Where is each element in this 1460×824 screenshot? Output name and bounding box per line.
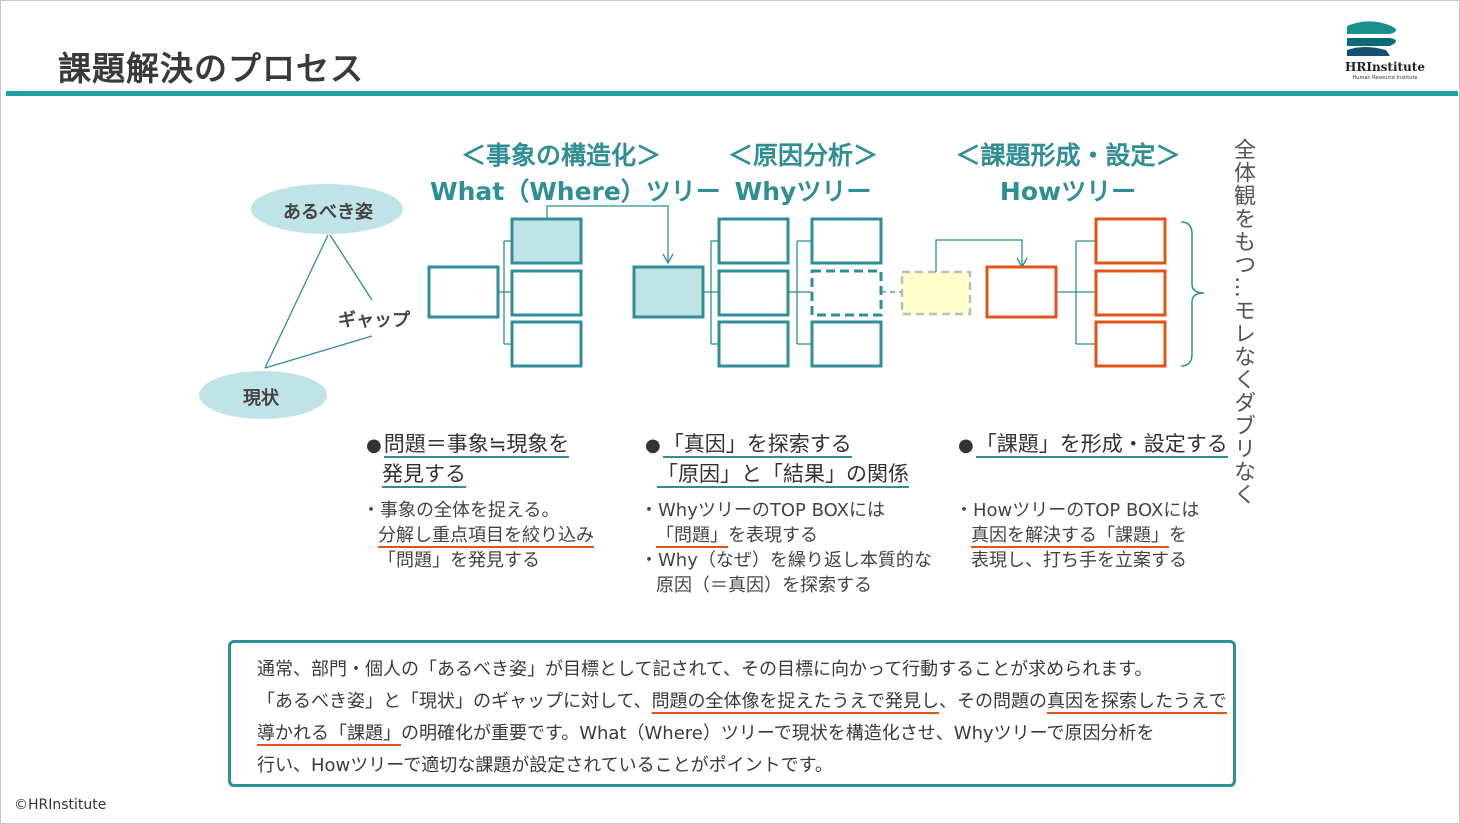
what-header-title: ＜事象の構造化＞ bbox=[460, 141, 661, 170]
logo-name: HRInstitute bbox=[1345, 60, 1425, 74]
why-header-title: ＜原因分析＞ bbox=[727, 141, 878, 170]
what-point-line2: 発見する bbox=[382, 462, 466, 488]
gap-triangle bbox=[264, 234, 373, 369]
why-point-line1: 「真因」を探索する bbox=[662, 432, 852, 458]
gap-label: ギャップ bbox=[338, 310, 410, 331]
how-header-title: ＜課題形成・設定＞ bbox=[955, 141, 1181, 170]
how-point-line1: 「課題」を形成・設定する bbox=[975, 432, 1228, 458]
what-tree bbox=[427, 217, 583, 368]
why-tree bbox=[632, 217, 883, 368]
what-header: ＜事象の構造化＞ What（Where）ツリー bbox=[430, 136, 721, 208]
how-detail-line2b: を bbox=[1169, 525, 1187, 546]
how-detail-line3: 表現し、打ち手を立案する bbox=[971, 550, 1187, 571]
why-detail-line2a: 「問題」 bbox=[656, 525, 728, 548]
what-detail-line1: 事象の全体を捉える。 bbox=[380, 500, 560, 521]
how-tree bbox=[985, 217, 1167, 368]
hri-logo: HRInstitute Human Resource Institute bbox=[1344, 18, 1426, 81]
why-point-line2: 「原因」と「結果」の関係 bbox=[657, 462, 909, 488]
how-detail-line1: HowツリーのTOP BOXには bbox=[973, 500, 1200, 521]
what-point-line1: 問題＝事象≒現象を bbox=[383, 432, 570, 458]
current-state-ellipse bbox=[199, 371, 327, 419]
why-header: ＜原因分析＞ Whyツリー bbox=[712, 136, 894, 208]
title-divider bbox=[6, 91, 1458, 96]
ideal-state-label: あるべき姿 bbox=[283, 202, 373, 223]
summary-line3: 導かれる「課題」の明確化が重要です。What（Where）ツリーで現状を構造化さ… bbox=[257, 723, 1155, 746]
slide-title: 課題解決のプロセス bbox=[58, 49, 364, 88]
summary-line1: 通常、部門・個人の「あるべき姿」が目標として記されて、その目標に向かって行動する… bbox=[257, 659, 1153, 680]
how-detail: ・HowツリーのTOP BOXには 真因を解決する「課題」を 表現し、打ち手を立… bbox=[955, 500, 1200, 571]
why-detail-line2b: を表現する bbox=[728, 525, 818, 546]
summary-box: 通常、部門・個人の「あるべき姿」が目標として記されて、その目標に向かって行動する… bbox=[228, 640, 1236, 787]
summary-line4: 行い、Howツリーで適切な課題が設定されていることがポイントです。 bbox=[257, 755, 833, 776]
copyright: ©HRInstitute bbox=[14, 797, 107, 813]
what-detail: ・事象の全体を捉える。 分解し重点項目を絞り込み 「問題」を発見する bbox=[362, 500, 594, 571]
what-header-tree: What（Where）ツリー bbox=[430, 177, 721, 206]
why-detail: ・WhyツリーのTOP BOXには 「問題」を表現する ・Why（なぜ）を繰り返… bbox=[640, 500, 932, 596]
how-header: ＜課題形成・設定＞ Howツリー bbox=[950, 136, 1186, 208]
true-cause-box bbox=[900, 270, 972, 316]
how-detail-line2a: 真因を解決する「課題」 bbox=[971, 525, 1169, 548]
why-detail-line1: WhyツリーのTOP BOXには bbox=[658, 500, 885, 521]
brace bbox=[1180, 221, 1205, 367]
ideal-state-ellipse bbox=[251, 184, 403, 234]
logo-mark-icon bbox=[1347, 21, 1397, 56]
how-point: ●「課題」を形成・設定する bbox=[958, 432, 1228, 458]
why-detail-line3: Why（なぜ）を繰り返し本質的な bbox=[658, 550, 932, 571]
logo-subtitle: Human Resource Institute bbox=[1352, 75, 1418, 81]
how-header-tree: Howツリー bbox=[999, 177, 1137, 206]
what-point: ●問題＝事象≒現象を 発見する bbox=[366, 432, 570, 488]
why-point: ●「真因」を探索する 「原因」と「結果」の関係 bbox=[645, 432, 909, 488]
what-detail-line2: 分解し重点項目を絞り込み bbox=[378, 525, 594, 548]
why-detail-line4: 原因（＝真因）を探索する bbox=[656, 575, 872, 596]
what-detail-line3: 「問題」を発見する bbox=[378, 550, 540, 571]
summary-line2: 「あるべき姿」と「現状」のギャップに対して、問題の全体像を捉えたうえで発見し、そ… bbox=[257, 691, 1227, 714]
current-state-label: 現状 bbox=[243, 388, 279, 409]
why-header-tree: Whyツリー bbox=[734, 177, 872, 206]
vertical-note: 全体観をもつ…モレなくダブリなく bbox=[1230, 138, 1255, 506]
